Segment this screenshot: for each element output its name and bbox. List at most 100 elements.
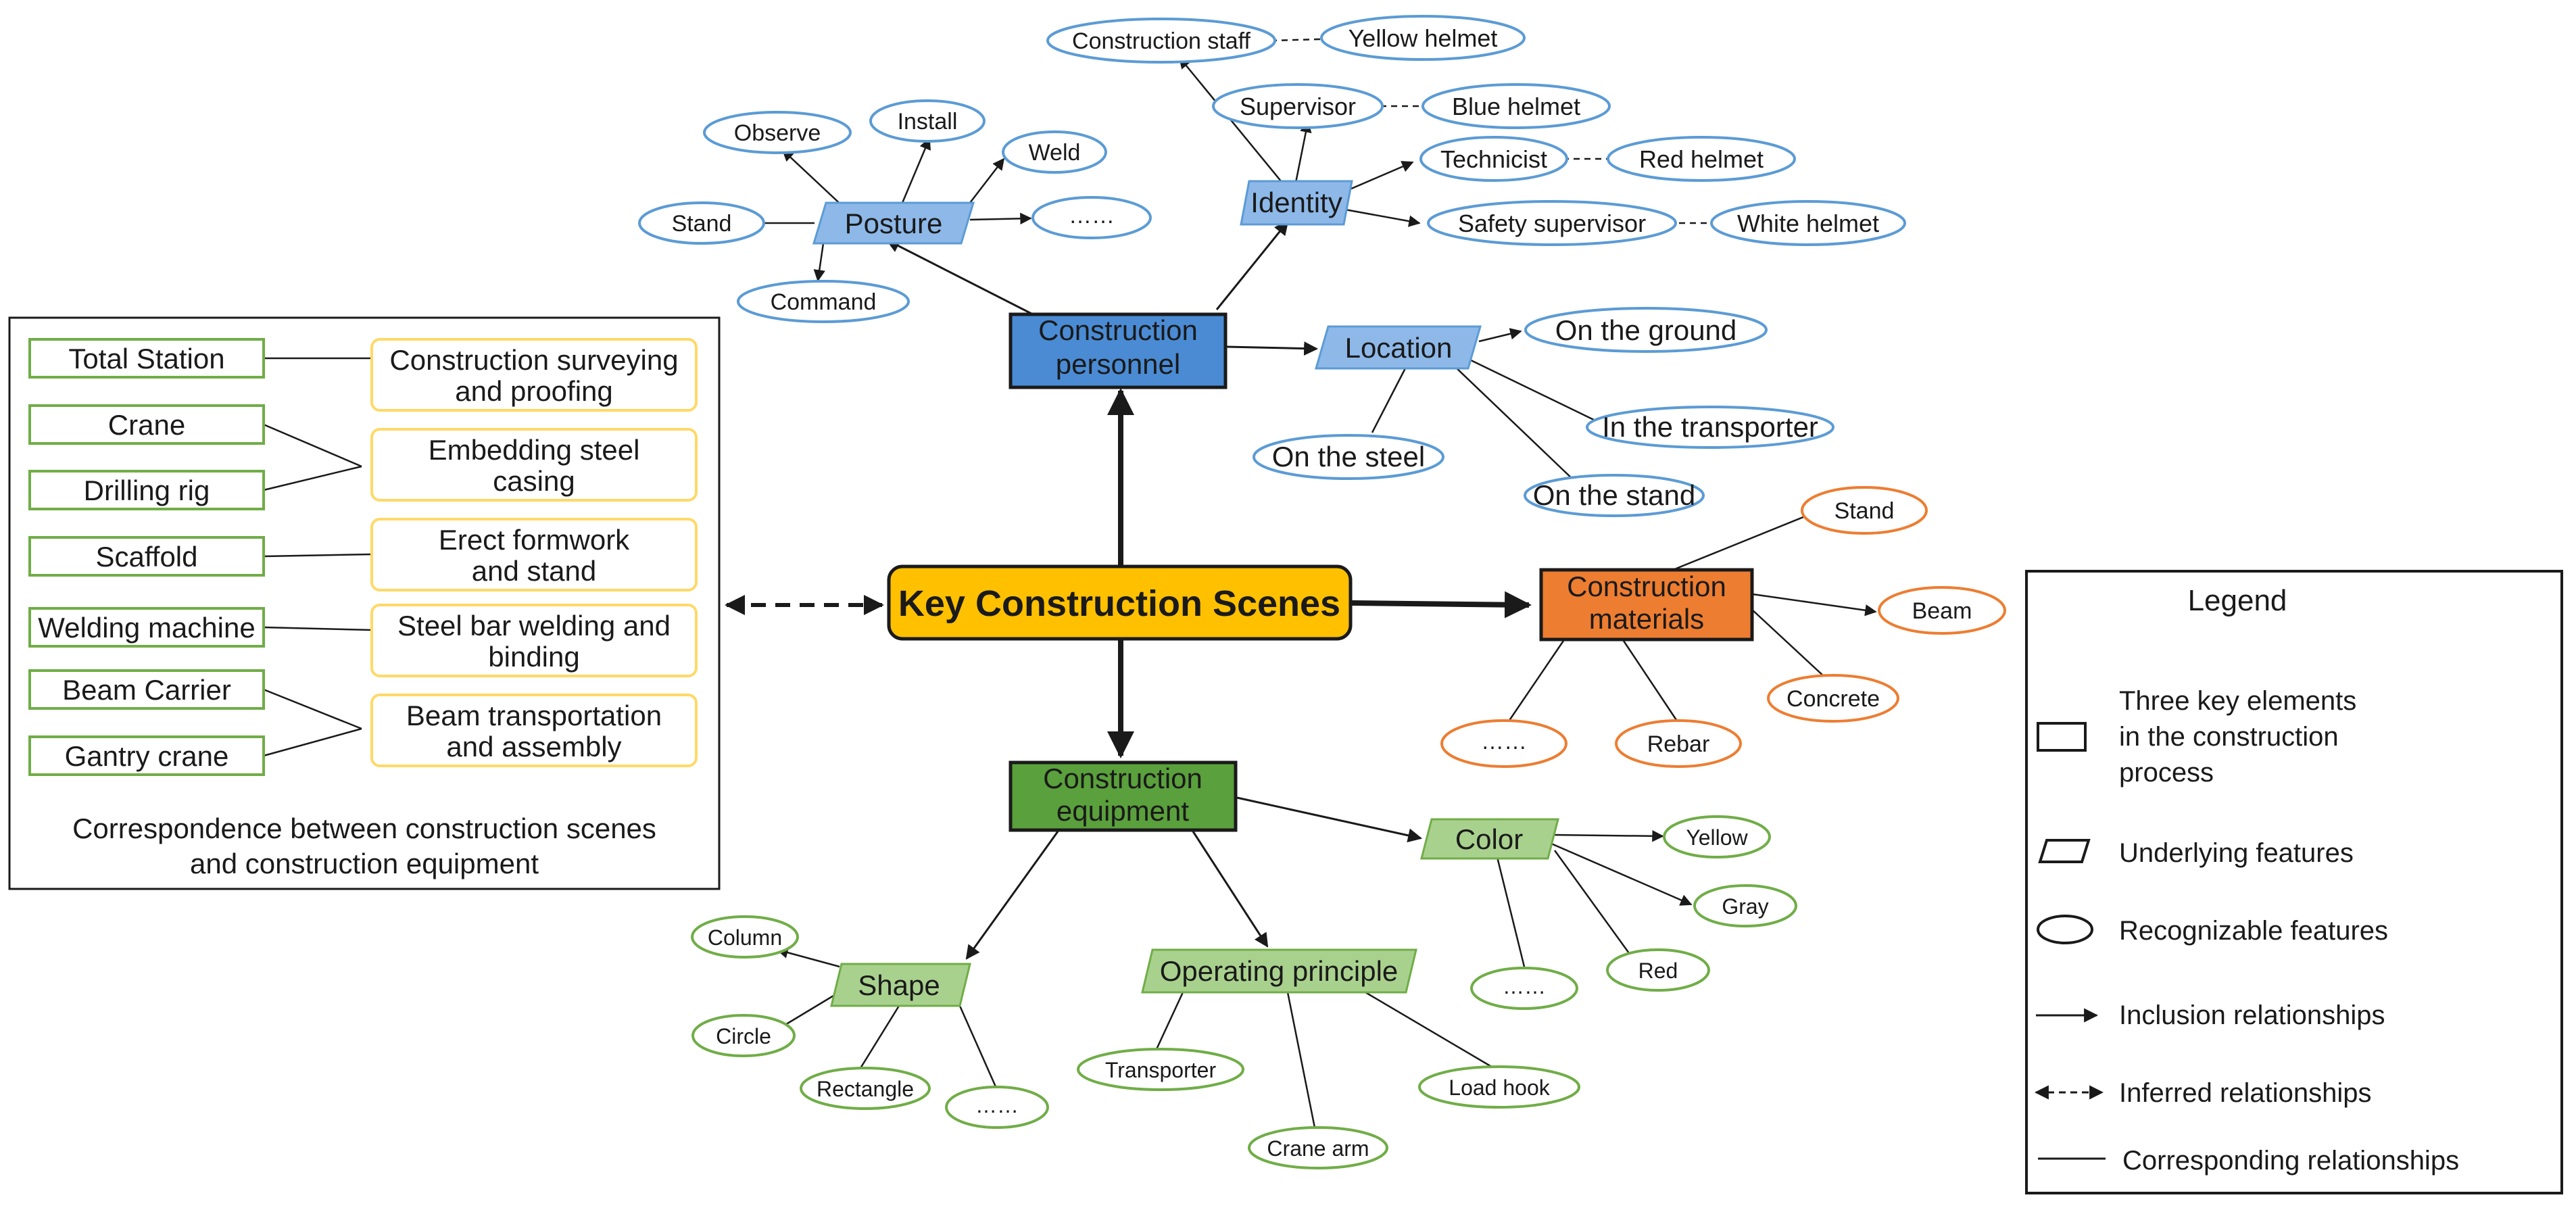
materials-more: …… xyxy=(1440,719,1568,768)
svg-text:Stand: Stand xyxy=(672,211,732,237)
svg-text:Rectangle: Rectangle xyxy=(817,1077,914,1101)
equipment-box-1: Crane xyxy=(28,404,265,445)
svg-text:Rebar: Rebar xyxy=(1647,731,1710,757)
identity-technicist-helmet: Red helmet xyxy=(1607,136,1796,182)
line-identity-supervisor xyxy=(1293,120,1312,190)
operating-node: Operating principle xyxy=(1141,948,1417,994)
svg-text:Gray: Gray xyxy=(1722,894,1768,919)
svg-text:……: …… xyxy=(1503,974,1546,998)
svg-text:binding: binding xyxy=(488,641,579,673)
shape-rectangle: Rectangle xyxy=(800,1067,931,1110)
legend-ellipse-label: Recognizable features xyxy=(2119,916,2388,946)
svg-text:Red helmet: Red helmet xyxy=(1639,145,1764,173)
materials-beam: Beam xyxy=(1878,586,2006,635)
personnel-label-line2: personnel xyxy=(1056,348,1180,380)
line-posture-more xyxy=(969,212,1032,225)
posture-node: Posture xyxy=(812,201,975,245)
line-operating-load-hook xyxy=(1365,991,1494,1069)
svg-text:Supervisor: Supervisor xyxy=(1240,93,1356,120)
posture-label: Posture xyxy=(845,208,943,239)
location-transporter: In the transporter xyxy=(1586,406,1834,449)
line-identity-technicist xyxy=(1344,161,1414,193)
arrow-center-materials xyxy=(1351,591,1532,619)
line-shape-column xyxy=(776,946,840,968)
svg-text:Column: Column xyxy=(708,925,782,950)
legend-para-symbol xyxy=(2038,839,2091,863)
correspondence-lines xyxy=(263,357,372,757)
identity-safety-helmet: White helmet xyxy=(1710,200,1906,246)
color-label: Color xyxy=(1455,823,1523,855)
scene-box-1: Embedding steel casing xyxy=(370,428,698,502)
posture-more: …… xyxy=(1031,196,1152,239)
dash-staff-helmet xyxy=(1270,38,1322,42)
correspondence-panel: Total Station Crane Drilling rig Scaffol… xyxy=(8,316,721,890)
line-operating-transporter xyxy=(1151,992,1184,1059)
svg-text:Erect formwork: Erect formwork xyxy=(439,524,630,556)
line-identity-staff xyxy=(1178,56,1288,190)
line-equipment-color xyxy=(1236,796,1423,843)
center-node: Key Construction Scenes xyxy=(887,564,1353,641)
svg-text:Beam Carrier: Beam Carrier xyxy=(62,674,231,706)
svg-text:Install: Install xyxy=(898,109,958,135)
svg-text:Safety supervisor: Safety supervisor xyxy=(1458,210,1646,237)
color-gray: Gray xyxy=(1693,884,1797,927)
svg-text:Weld: Weld xyxy=(1029,140,1081,166)
line-color-more xyxy=(1496,856,1526,967)
equipment-label-line1: Construction xyxy=(1043,763,1202,794)
svg-text:Beam: Beam xyxy=(1912,598,1972,624)
line-color-red xyxy=(1553,850,1630,954)
color-node: Color xyxy=(1420,818,1559,860)
equipment-box-0: Total Station xyxy=(28,338,265,379)
svg-text:and assembly: and assembly xyxy=(446,731,621,763)
svg-text:On the ground: On the ground xyxy=(1555,314,1737,346)
color-yellow: Yellow xyxy=(1663,815,1771,858)
svg-text:Command: Command xyxy=(771,289,877,315)
location-steel: On the steel xyxy=(1253,434,1444,480)
svg-text:White helmet: White helmet xyxy=(1737,210,1879,237)
svg-text:and proofing: and proofing xyxy=(455,375,613,407)
materials-label-line1: Construction xyxy=(1567,571,1726,602)
svg-text:Gantry crane: Gantry crane xyxy=(65,740,229,772)
materials-concrete: Concrete xyxy=(1767,674,1899,723)
scene-box-4: Beam transportation and assembly xyxy=(370,694,698,767)
personnel-node: Construction personnel xyxy=(1008,312,1228,389)
location-label: Location xyxy=(1345,332,1453,364)
legend-rect-line1: Three key elements xyxy=(2119,686,2356,716)
posture-stand: Stand xyxy=(638,201,765,245)
svg-text:On the stand: On the stand xyxy=(1533,479,1696,511)
equipment-box-3: Scaffold xyxy=(28,536,265,577)
line-color-gray xyxy=(1551,842,1693,906)
center-label: Key Construction Scenes xyxy=(898,583,1340,624)
materials-stand: Stand xyxy=(1801,486,1928,535)
line-location-transporter xyxy=(1466,357,1596,422)
legend-rect-line2: in the construction xyxy=(2119,722,2339,752)
line-materials-rebar xyxy=(1621,638,1678,721)
svg-text:Construction staff: Construction staff xyxy=(1072,28,1251,54)
identity-node: Identity xyxy=(1240,180,1353,226)
svg-text:Yellow helmet: Yellow helmet xyxy=(1348,24,1498,52)
legend-para-label: Underlying features xyxy=(2119,838,2354,868)
line-posture-observe xyxy=(781,149,847,210)
identity-staff: Construction staff xyxy=(1046,18,1276,64)
line-location-ground xyxy=(1478,328,1522,343)
svg-text:……: …… xyxy=(1069,203,1115,228)
color-more: …… xyxy=(1470,967,1578,1010)
line-identity-safety xyxy=(1344,208,1421,227)
identity-label: Identity xyxy=(1250,187,1342,218)
svg-text:……: …… xyxy=(1481,729,1527,754)
svg-text:Steel bar welding and: Steel bar welding and xyxy=(397,610,671,642)
shape-label: Shape xyxy=(858,969,940,1001)
identity-staff-helmet: Yellow helmet xyxy=(1320,15,1526,61)
legend: Legend Three key elements in the constru… xyxy=(2025,570,2563,1194)
legend-rect-line3: process xyxy=(2119,758,2214,788)
line-posture-command xyxy=(813,243,825,282)
svg-text:On the steel: On the steel xyxy=(1272,441,1425,473)
line-personnel-identity xyxy=(1215,220,1289,310)
line-location-stand xyxy=(1453,364,1576,482)
location-ground: On the ground xyxy=(1524,307,1768,353)
posture-weld: Weld xyxy=(1002,130,1107,174)
line-operating-crane-arm xyxy=(1286,992,1316,1128)
identity-safety: Safety supervisor xyxy=(1427,200,1677,246)
connectors xyxy=(725,38,1877,1128)
line-materials-more xyxy=(1506,638,1566,724)
